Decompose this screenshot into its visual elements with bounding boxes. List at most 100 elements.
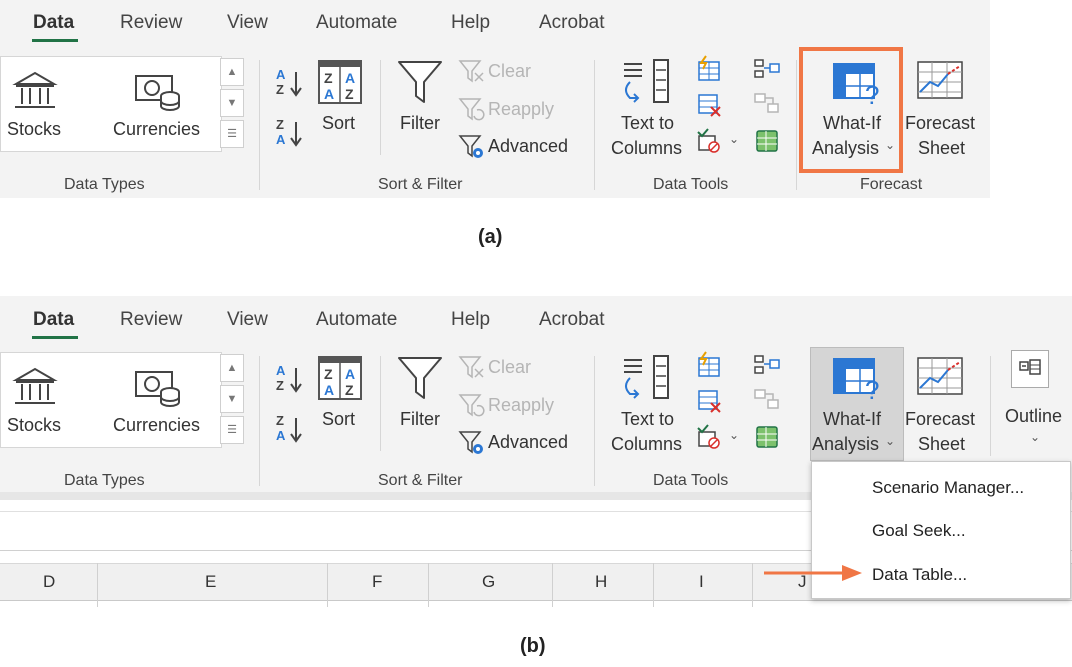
text-to-columns-label-1[interactable]: Text to: [621, 113, 675, 133]
clear-button[interactable]: Clear: [488, 357, 532, 377]
column-header-j[interactable]: J: [798, 572, 807, 591]
stocks-icon: [12, 367, 58, 404]
gallery-scroll-down[interactable]: ▼: [220, 89, 244, 117]
column-header-h[interactable]: H: [595, 572, 608, 591]
stocks-button[interactable]: Stocks: [7, 119, 62, 139]
svg-text:A: A: [345, 70, 355, 86]
tab-data[interactable]: Data: [33, 309, 75, 330]
column-header-e[interactable]: E: [205, 572, 217, 591]
outline-button[interactable]: [1011, 350, 1049, 388]
sort-ascending-icon: A Z: [276, 363, 302, 393]
advanced-button[interactable]: Advanced: [488, 136, 569, 156]
gallery-scroll-down[interactable]: ▼: [220, 385, 244, 413]
group-separator: [259, 60, 260, 190]
column-header-g[interactable]: G: [482, 572, 496, 591]
group-label-data-types: Data Types: [64, 176, 145, 193]
remove-duplicates-icon: [698, 390, 721, 413]
svg-text:?: ?: [865, 80, 879, 110]
sort-button[interactable]: Sort: [322, 113, 356, 133]
chevron-down-icon[interactable]: ⌄: [729, 428, 740, 442]
tab-view[interactable]: View: [227, 309, 268, 330]
menu-item-scenario-manager[interactable]: Scenario Manager...: [872, 478, 1025, 497]
forecast-sheet-label-2[interactable]: Sheet: [918, 138, 966, 158]
remove-duplicates-icon: [698, 94, 721, 117]
whatif-highlight-box: [799, 47, 903, 173]
caption-b: (b): [520, 635, 546, 657]
outline-icon: [1019, 359, 1041, 375]
gallery-more[interactable]: ☰: [220, 416, 244, 444]
tab-acrobat[interactable]: Acrobat: [539, 309, 605, 330]
svg-text:Z: Z: [276, 413, 284, 428]
ribbon-bottom-shadow: [0, 492, 1072, 500]
forecast-sheet-label-1[interactable]: Forecast: [905, 409, 976, 429]
group-separator: [259, 356, 260, 486]
group-label-data-tools: Data Tools: [653, 472, 729, 489]
what-if-label-2[interactable]: Analysis: [812, 138, 880, 158]
tab-help[interactable]: Help: [451, 309, 491, 330]
sort-button[interactable]: Sort: [322, 409, 356, 429]
what-if-label-2[interactable]: Analysis: [812, 434, 880, 454]
text-to-columns-label-2[interactable]: Columns: [611, 138, 683, 158]
flash-fill-icon: [698, 351, 720, 377]
gallery-more[interactable]: ☰: [220, 120, 244, 148]
chevron-down-icon[interactable]: ⌄: [1030, 430, 1041, 444]
chevron-down-icon[interactable]: ⌄: [885, 138, 896, 152]
consolidate-icon: [754, 355, 780, 374]
tab-view[interactable]: View: [227, 12, 268, 33]
flash-fill-icon: [698, 55, 720, 81]
column-header-d[interactable]: D: [43, 572, 56, 591]
text-to-columns-label-2[interactable]: Columns: [611, 434, 683, 454]
reapply-button[interactable]: Reapply: [488, 99, 555, 119]
svg-text:?: ?: [865, 375, 879, 405]
what-if-label-1[interactable]: What-If: [823, 409, 882, 429]
forecast-sheet-label-1[interactable]: Forecast: [905, 113, 976, 133]
filter-button[interactable]: Filter: [400, 113, 440, 133]
currencies-button[interactable]: Currencies: [113, 119, 201, 139]
group-separator: [380, 60, 381, 155]
menu-item-goal-seek[interactable]: Goal Seek...: [872, 521, 966, 540]
svg-text:A: A: [276, 428, 286, 443]
group-separator: [380, 356, 381, 451]
group-label-data-tools: Data Tools: [653, 176, 729, 193]
chevron-down-icon[interactable]: ⌄: [885, 434, 896, 448]
group-separator: [796, 60, 797, 190]
group-separator: [594, 60, 595, 190]
svg-text:Z: Z: [276, 82, 284, 97]
sort-dialog-icon: Z A A Z: [318, 60, 362, 104]
what-if-label-1[interactable]: What-If: [823, 113, 882, 133]
data-validation-icon: [697, 424, 720, 449]
outline-label[interactable]: Outline: [1005, 406, 1063, 426]
gallery-scroll-up[interactable]: ▲: [220, 354, 244, 382]
tab-review[interactable]: Review: [120, 309, 183, 330]
column-header-f[interactable]: F: [372, 572, 383, 591]
reapply-button[interactable]: Reapply: [488, 395, 555, 415]
advanced-button[interactable]: Advanced: [488, 432, 569, 452]
data-validation-icon: [697, 128, 720, 153]
filter-button[interactable]: Filter: [400, 409, 440, 429]
stocks-button[interactable]: Stocks: [7, 415, 62, 435]
text-to-columns-label-1[interactable]: Text to: [621, 409, 675, 429]
forecast-sheet-label-2[interactable]: Sheet: [918, 434, 966, 454]
svg-text:A: A: [324, 86, 334, 102]
tab-review[interactable]: Review: [120, 12, 183, 33]
currencies-button[interactable]: Currencies: [113, 415, 201, 435]
column-divider: [97, 563, 98, 607]
tab-active-underline: [32, 336, 78, 339]
group-separator: [594, 356, 595, 486]
menu-item-data-table[interactable]: Data Table...: [872, 565, 968, 584]
gallery-scroll-up[interactable]: ▲: [220, 58, 244, 86]
tab-automate[interactable]: Automate: [316, 309, 398, 330]
chevron-down-icon[interactable]: ⌄: [729, 132, 740, 146]
svg-text:Z: Z: [276, 378, 284, 393]
svg-text:Z: Z: [276, 117, 284, 132]
clear-filter-icon: [458, 60, 484, 83]
clear-button[interactable]: Clear: [488, 61, 532, 81]
tab-data[interactable]: Data: [33, 12, 75, 33]
svg-text:Z: Z: [345, 382, 354, 398]
sort-ascending-icon: A Z: [276, 67, 302, 97]
tab-automate[interactable]: Automate: [316, 12, 398, 33]
tab-help[interactable]: Help: [451, 12, 491, 33]
tab-acrobat[interactable]: Acrobat: [539, 12, 605, 33]
column-header-i[interactable]: I: [699, 572, 704, 591]
sort-dialog-icon: Z A A Z: [318, 356, 362, 400]
